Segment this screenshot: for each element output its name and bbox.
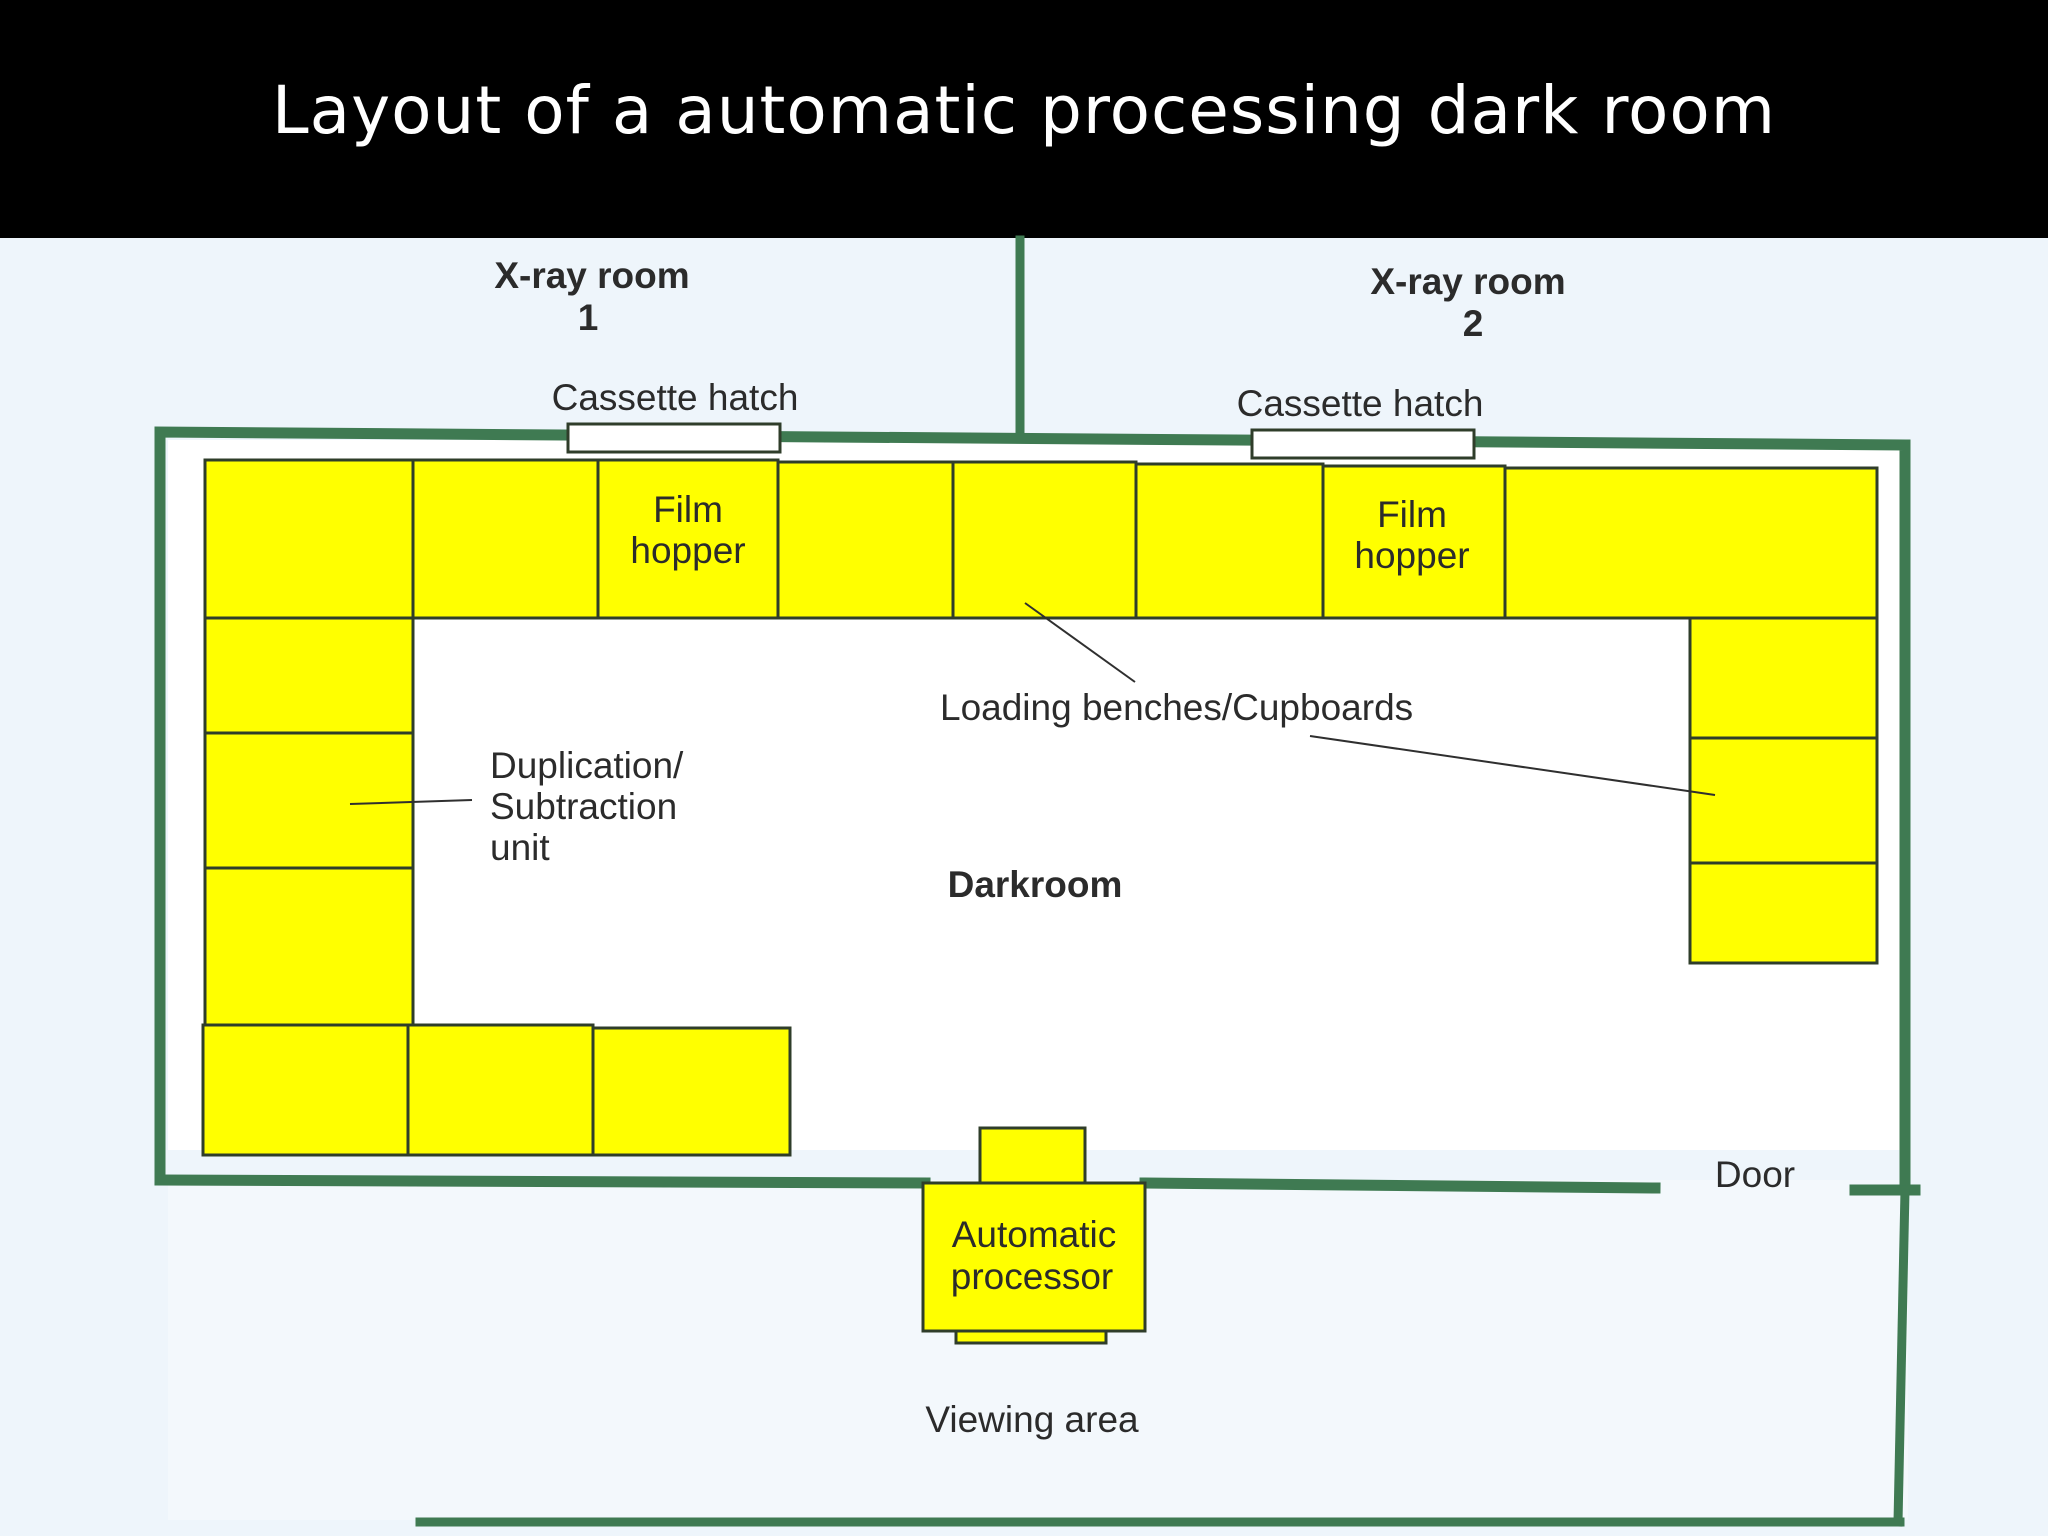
film-hopper-1-box xyxy=(596,458,780,620)
door-label: Door xyxy=(1715,1154,1795,1195)
left-bench-column xyxy=(203,616,415,1027)
bench-cell xyxy=(951,460,1138,620)
bench-cell xyxy=(1688,616,1879,740)
bench-cell xyxy=(591,1026,792,1157)
film-hopper-2-label-line1: Film xyxy=(1377,494,1447,535)
viewing-area-label: Viewing area xyxy=(925,1399,1139,1440)
xray-room-2-number: 2 xyxy=(1463,303,1484,344)
bench-cell xyxy=(203,866,415,1027)
viewing-area-wall xyxy=(1893,1185,1910,1527)
bench-cell xyxy=(201,1023,410,1157)
darkroom-bottom-wall-left xyxy=(154,1174,931,1189)
bench-cell xyxy=(1688,861,1879,965)
bench-cell xyxy=(203,458,415,620)
bench-cell xyxy=(1134,462,1325,620)
cassette-hatch-1-label: Cassette hatch xyxy=(552,377,799,418)
bench-cell xyxy=(203,616,415,735)
leader-line xyxy=(1024,602,1136,683)
duplication-unit-box xyxy=(203,731,415,870)
bench-cell xyxy=(1688,736,1879,865)
leader-line xyxy=(349,799,473,805)
duplication-label-line3: unit xyxy=(490,827,550,868)
cassette-hatch-1 xyxy=(566,422,782,454)
film-hopper-2-box xyxy=(1321,464,1507,620)
processor-feed xyxy=(978,1126,1087,1185)
darkroom-bottom-wall-right xyxy=(1139,1177,1661,1194)
bench-cell xyxy=(406,1023,595,1157)
top-bench-row xyxy=(203,458,1879,620)
right-bench-column xyxy=(1688,616,1879,965)
automatic-processor-label-line2: processor xyxy=(951,1256,1113,1297)
cassette-hatch-2-label: Cassette hatch xyxy=(1237,383,1484,424)
bench-cell xyxy=(1503,466,1879,620)
walls xyxy=(154,235,1921,1527)
duplication-label-line1: Duplication/ xyxy=(490,745,684,786)
film-hopper-2-label-line2: hopper xyxy=(1354,535,1469,576)
slide-title: Layout of a automatic processing dark ro… xyxy=(271,72,1777,149)
xray-room-2-label: X-ray room xyxy=(1370,261,1565,302)
processor-tray xyxy=(954,1329,1108,1345)
automatic-processor-unit xyxy=(921,1126,1147,1345)
automatic-processor-label-line1: Automatic xyxy=(952,1214,1117,1255)
cassette-hatch-2 xyxy=(1250,428,1476,460)
processor-body xyxy=(921,1181,1147,1333)
title-bar: Layout of a automatic processing dark ro… xyxy=(0,0,2048,238)
film-hopper-1-label-line2: hopper xyxy=(630,530,745,571)
xray-room-1-number: 1 xyxy=(578,297,599,338)
film-hopper-1-label-line1: Film xyxy=(653,489,723,530)
leader-line xyxy=(1309,735,1716,796)
duplication-label-line2: Subtraction xyxy=(490,786,677,827)
darkroom-outer-wall xyxy=(154,426,1911,1186)
bench-cell xyxy=(411,458,600,620)
darkroom-label: Darkroom xyxy=(948,864,1123,905)
xray-room-1-label: X-ray room xyxy=(494,255,689,296)
bench-cell xyxy=(776,460,955,620)
bottom-left-bench-row xyxy=(201,1023,792,1157)
loading-benches-label: Loading benches/Cupboards xyxy=(940,687,1413,728)
